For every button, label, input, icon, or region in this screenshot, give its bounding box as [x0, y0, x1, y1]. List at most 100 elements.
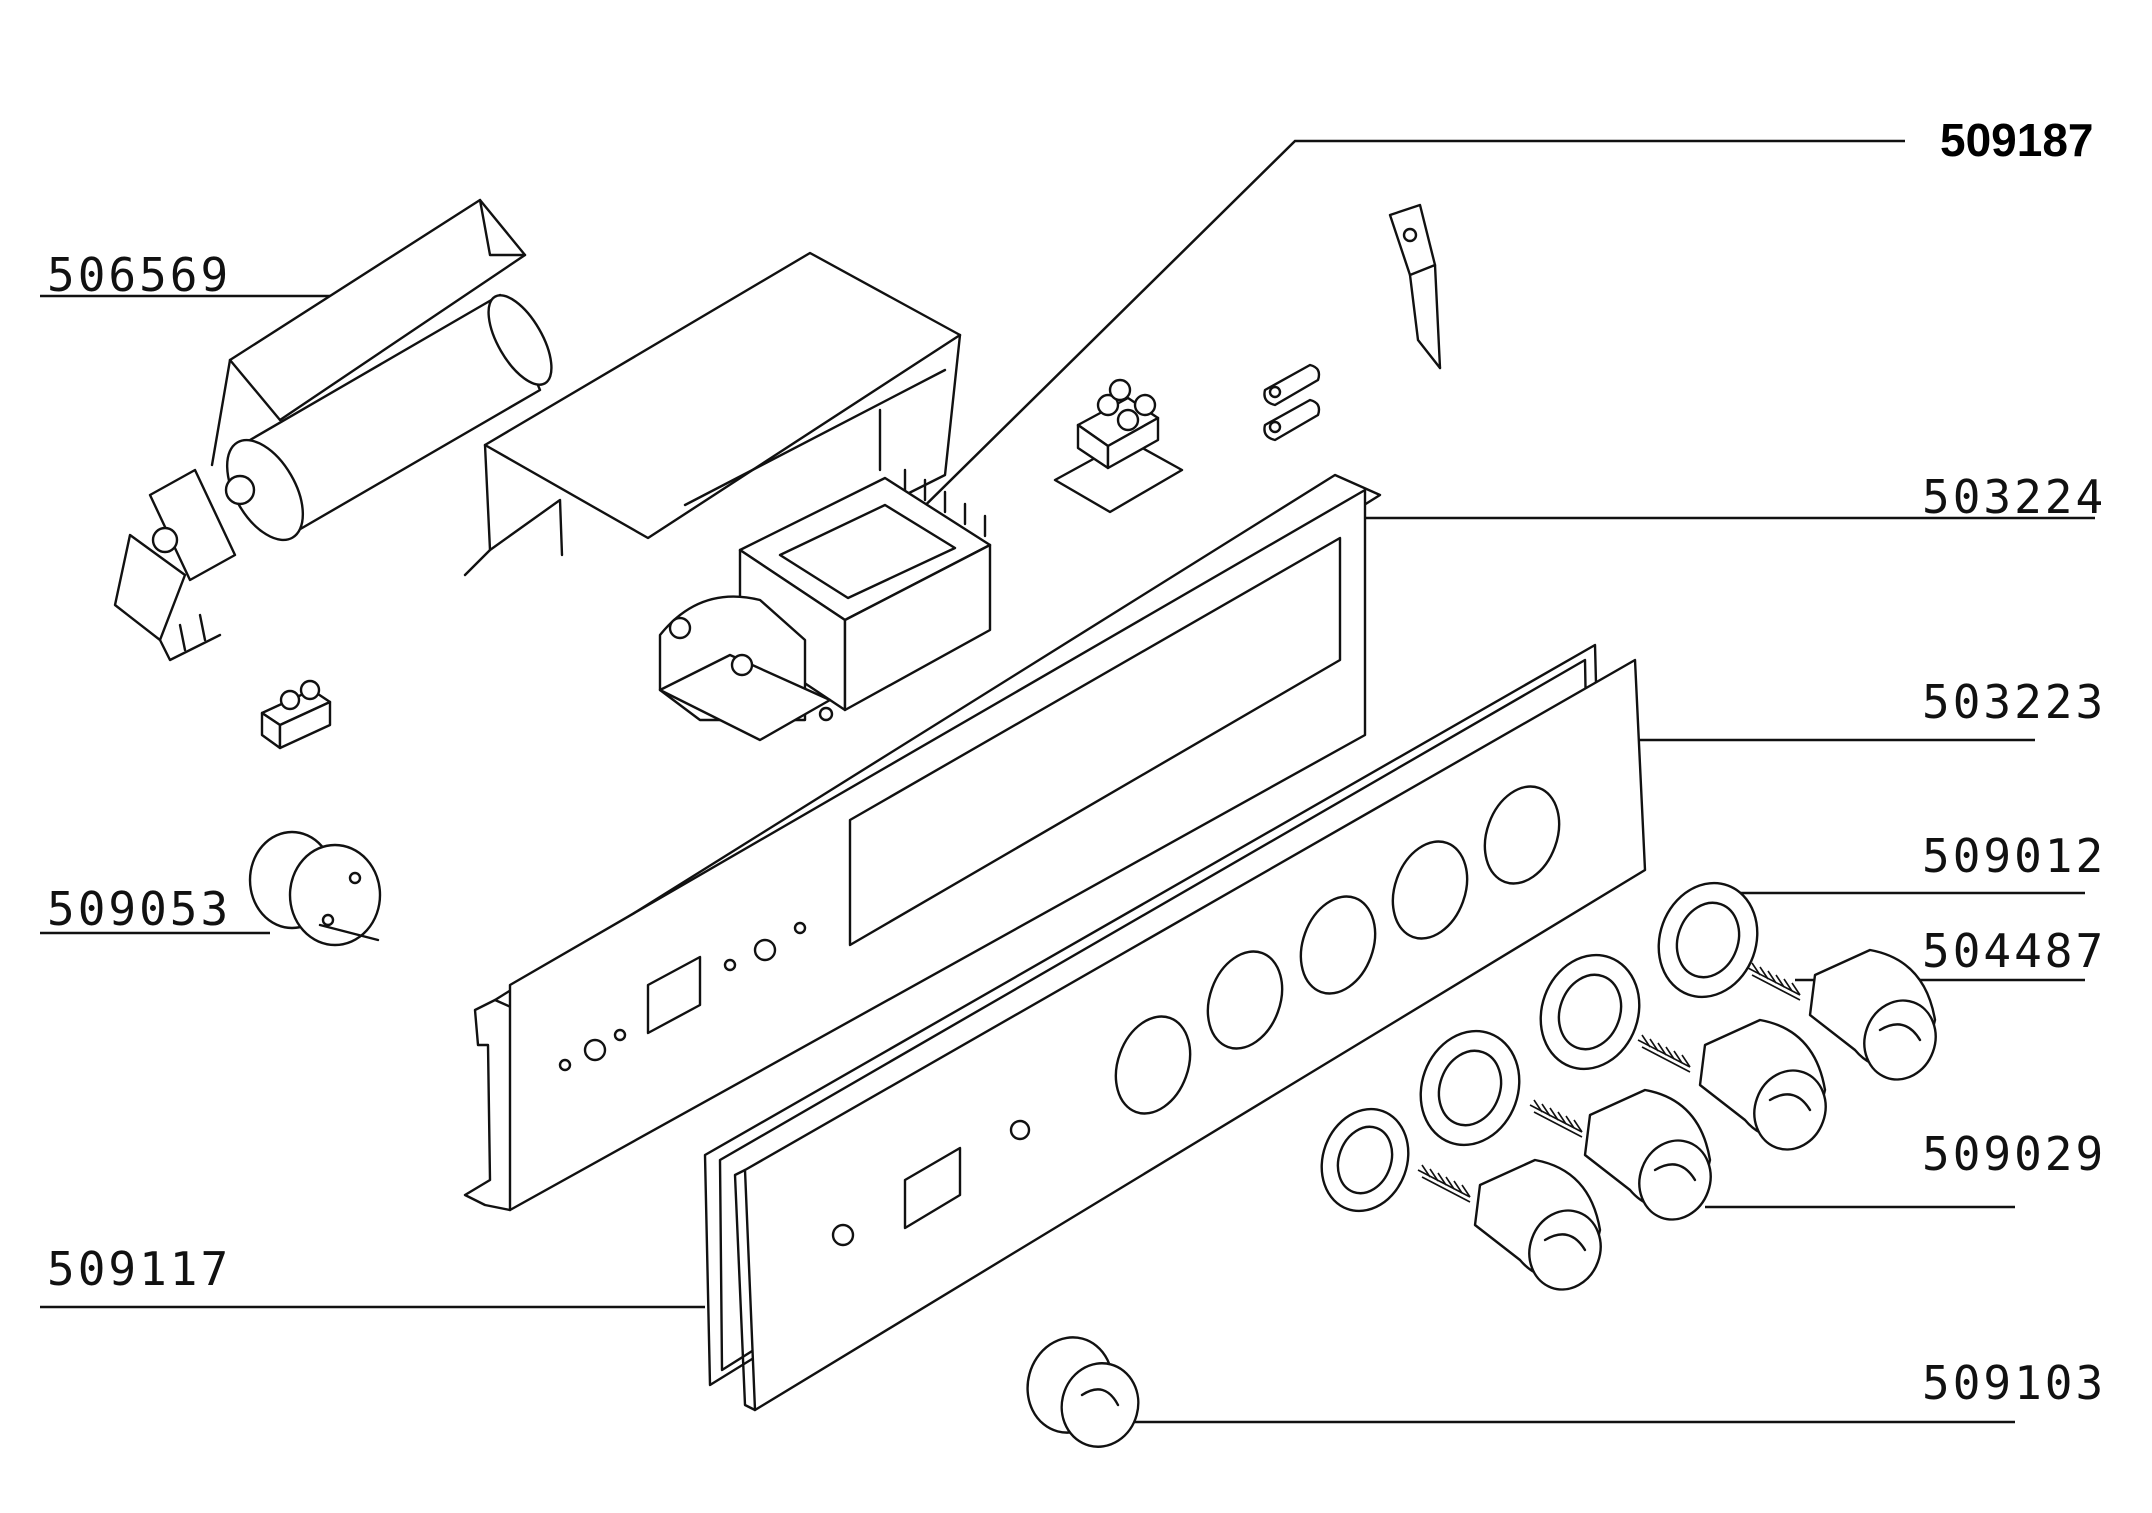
label-knob-ring-text: 509012 [1922, 829, 2106, 883]
trafo-right-face [843, 543, 992, 712]
frame-hole-2 [583, 1038, 607, 1062]
bracket-stem-back [1433, 263, 1442, 370]
small-terminal-screw-1 [279, 689, 301, 711]
frame-hole-3 [613, 1028, 627, 1042]
cable-clip-lower [1263, 398, 1321, 442]
knob-hole-3 [1299, 895, 1377, 995]
panel-frame [463, 473, 1382, 1212]
frame-window [848, 536, 1342, 947]
knob-ring-3 [1419, 1029, 1521, 1147]
knob-ring-3-inner [1437, 1049, 1503, 1127]
knob-2-cap [1753, 1069, 1827, 1151]
small-terminal-right [278, 700, 332, 750]
knob-3 [1583, 1088, 1712, 1221]
buzzer-pin [318, 923, 380, 942]
label-buzzer: 509053 [40, 882, 270, 936]
buzzer-terminal-2 [348, 871, 362, 885]
front-hole-1 [831, 1223, 855, 1247]
lamp-terminal-1 [178, 623, 187, 652]
terminal-screw-3 [1133, 393, 1157, 417]
knob-2-grip [1768, 1093, 1812, 1112]
label-small-knob-text: 509103 [1922, 1356, 2106, 1410]
knob-ring-2-inner [1557, 973, 1623, 1051]
frame-hole-4 [723, 958, 737, 972]
label-buzzer-text: 509053 [47, 882, 231, 936]
trafo-base [658, 653, 832, 742]
chassis-tray [463, 251, 962, 577]
knob-3-cap [1638, 1139, 1712, 1221]
label-knob-ring: 509012 [1735, 829, 2106, 895]
terminal-screw-1 [1096, 393, 1120, 417]
label-trafo-text: 509187 [1940, 114, 2094, 166]
label-trafo: 509187 [884, 114, 2094, 546]
lamp-tube-end [487, 294, 553, 386]
tray-left-wall [488, 498, 564, 557]
trafo-screw-1 [668, 616, 692, 640]
lamp-housing [113, 198, 553, 662]
knob-hole-1 [1114, 1015, 1192, 1115]
knob-ring-1 [1657, 881, 1759, 999]
knob-hole-4 [1391, 840, 1469, 940]
knob-ring-1-outer [1657, 881, 1759, 999]
terminal-body-right [1106, 416, 1160, 470]
knob-2 [1698, 1018, 1827, 1151]
label-small-knob: 509103 [1130, 1356, 2106, 1424]
knob-4-grip [1543, 1233, 1587, 1252]
springs [1417, 962, 1801, 1203]
knob-1-grip [1878, 1023, 1922, 1042]
tray-left-flange [463, 443, 492, 577]
frame-left-fold [463, 998, 512, 1212]
trafo-screw-2 [730, 653, 754, 677]
buzzer-terminal-1 [321, 913, 335, 927]
tray-inner-edge [683, 368, 947, 507]
trafo-label-plate [778, 503, 957, 600]
trafo-screw-3 [818, 706, 834, 722]
front-hole-2 [1009, 1119, 1031, 1141]
front-display-cutout [903, 1146, 962, 1230]
knob-4-cap [1528, 1209, 1602, 1291]
lamp-socket-pin [224, 474, 256, 506]
cable-clip-lower-hole [1268, 420, 1282, 434]
lamp-bracket-hole [151, 526, 179, 554]
knob-4 [1473, 1158, 1602, 1291]
cable-clip-upper-hole [1268, 385, 1282, 399]
frame-face [508, 488, 1367, 1212]
terminal-block [1053, 378, 1184, 514]
spring-3 [1529, 1099, 1583, 1138]
buzzer-face [288, 843, 382, 947]
knob-rings [1320, 881, 1759, 1213]
small-knob [1026, 1336, 1140, 1448]
knob-ring-4-inner [1336, 1125, 1394, 1195]
small-terminal [260, 679, 332, 750]
knob-ring-3-outer [1419, 1029, 1521, 1147]
spring-2 [1637, 1034, 1691, 1073]
bracket-hole [1402, 227, 1418, 243]
lamp-cover-lip [210, 358, 232, 467]
cable-clips [1263, 363, 1321, 442]
tray-right-wall [903, 333, 962, 497]
bracket-stem [1408, 273, 1442, 370]
leader-trafo [884, 139, 1905, 546]
knob-1-cap [1863, 999, 1937, 1081]
frame-hole-1 [558, 1058, 572, 1072]
knob-ring-2-outer [1539, 953, 1641, 1071]
terminal-screw-4 [1108, 378, 1132, 402]
lamp-cover-edge [478, 198, 527, 257]
lamp-bracket-foot [158, 633, 222, 662]
small-knob-grip [1080, 1388, 1120, 1407]
label-glass-panel-text: 509117 [47, 1242, 231, 1296]
knob-ring-1-inner [1675, 901, 1741, 979]
frame-display-cutout [646, 955, 702, 1035]
frame-hole-5 [753, 938, 777, 962]
knob-ring-4 [1320, 1107, 1410, 1213]
transformer [658, 468, 992, 742]
label-lamp-housing: 506569 [40, 248, 360, 302]
front-panel [733, 658, 1647, 1412]
terminal-screw-2 [1116, 408, 1140, 432]
knob-hole-2 [1206, 950, 1284, 1050]
knob-3-grip [1653, 1163, 1697, 1182]
label-spring-text: 504487 [1922, 924, 2106, 978]
lamp-bracket [113, 533, 187, 642]
label-front-panel: 503223 [1620, 675, 2103, 742]
